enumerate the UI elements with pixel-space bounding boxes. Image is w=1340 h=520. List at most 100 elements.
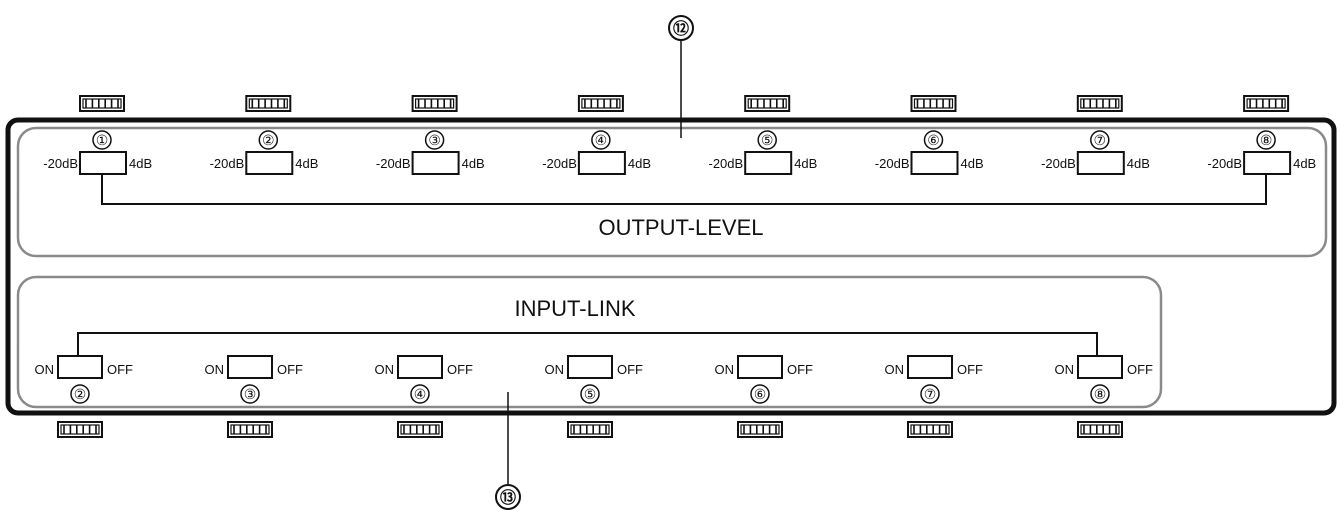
input-channel-number: ⑤ xyxy=(584,386,597,402)
top-connector-5 xyxy=(744,95,791,112)
input-link-switch[interactable] xyxy=(227,355,273,379)
output-high-label: 4dB xyxy=(295,156,318,171)
top-connector-7-body xyxy=(1076,95,1123,112)
bottom-connector-6-body xyxy=(907,421,953,438)
input-off-label: OFF xyxy=(957,362,983,377)
output-channel-number: ⑦ xyxy=(1094,132,1107,148)
output-high-label: 4dB xyxy=(961,156,984,171)
output-low-label: -20dB xyxy=(542,156,577,171)
input-link-title: INPUT-LINK xyxy=(514,296,635,321)
output-level-switch[interactable] xyxy=(79,151,127,175)
input-link-switch[interactable] xyxy=(57,355,103,379)
output-level-bracket xyxy=(101,174,1267,205)
input-off-label: OFF xyxy=(787,362,813,377)
input-channel-number: ⑥ xyxy=(754,386,767,402)
output-channel-number: ⑥ xyxy=(927,132,940,148)
output-channel-number: ⑤ xyxy=(761,132,774,148)
top-connector-1-body xyxy=(79,95,125,112)
top-connector-1-inner xyxy=(82,98,122,109)
input-link-switch[interactable] xyxy=(397,355,443,379)
output-level-switch[interactable] xyxy=(744,151,793,175)
output-level-switch[interactable] xyxy=(411,151,460,175)
top-connector-5-inner xyxy=(747,98,787,109)
top-connector-6-body xyxy=(910,95,957,112)
input-link-switch[interactable] xyxy=(567,355,613,379)
top-connector-3-body xyxy=(411,95,458,112)
top-connector-7-inner xyxy=(1080,98,1120,109)
input-off-label: OFF xyxy=(1127,362,1153,377)
output-low-label: -20dB xyxy=(1041,156,1076,171)
output-channel-number-circle xyxy=(1090,130,1110,150)
top-connector-6-inner xyxy=(913,98,954,109)
output-channel-number: ① xyxy=(96,132,109,148)
top-connectors xyxy=(79,95,1290,112)
output-level-switch[interactable] xyxy=(245,151,294,175)
top-connector-2-body xyxy=(245,95,292,112)
output-level-switch[interactable] xyxy=(577,151,626,175)
top-connector-5-body xyxy=(744,95,791,112)
bottom-connector-2-body xyxy=(227,421,273,438)
output-channel-number-circle xyxy=(92,130,112,150)
callout-13-circle xyxy=(495,484,521,510)
output-high-label: 4dB xyxy=(129,156,152,171)
input-channel-number-circle xyxy=(750,384,770,404)
device-chassis xyxy=(5,117,1337,416)
input-on-label: ON xyxy=(1055,362,1075,377)
callout-12-label: ⑫ xyxy=(673,19,689,38)
output-channel-number-circle xyxy=(1256,130,1276,150)
bottom-connector-5-inner xyxy=(740,424,780,435)
output-high-label: 4dB xyxy=(628,156,651,171)
callout-13-label: ⑬ xyxy=(500,488,516,507)
bottom-connector-7 xyxy=(1077,421,1123,438)
bottom-connector-6-inner xyxy=(910,424,950,435)
top-connector-7 xyxy=(1076,95,1123,112)
output-channel-number: ③ xyxy=(428,132,441,148)
output-level-channel-1: ① -20dB 4dB xyxy=(43,130,152,175)
top-connector-4-body xyxy=(577,95,624,112)
bottom-connector-2 xyxy=(227,421,273,438)
top-connector-2 xyxy=(245,95,292,112)
output-high-label: 4dB xyxy=(794,156,817,171)
bottom-connector-4 xyxy=(567,421,613,438)
callout-12-circle xyxy=(668,15,694,41)
bottom-connector-7-body xyxy=(1077,421,1123,438)
output-low-label: -20dB xyxy=(875,156,910,171)
output-level-switch[interactable] xyxy=(910,151,959,175)
input-link-switch[interactable] xyxy=(907,355,953,379)
bottom-connector-7-inner xyxy=(1080,424,1120,435)
bottom-connector-4-inner xyxy=(570,424,610,435)
output-channel-number-circle xyxy=(258,130,279,150)
input-channel-number-circle xyxy=(240,384,260,404)
output-channel-number-circle xyxy=(923,130,944,150)
output-level-switch[interactable] xyxy=(1243,151,1292,175)
input-on-label: ON xyxy=(375,362,395,377)
output-low-label: -20dB xyxy=(43,156,78,171)
input-off-label: OFF xyxy=(447,362,473,377)
output-level-title: OUTPUT-LEVEL xyxy=(598,215,763,240)
input-link-switch[interactable] xyxy=(1077,355,1123,379)
output-level-switch[interactable] xyxy=(1076,151,1125,175)
top-connector-4 xyxy=(577,95,624,112)
input-off-label: OFF xyxy=(277,362,303,377)
input-link-panel xyxy=(16,275,1163,409)
bottom-connector-3-body xyxy=(397,421,443,438)
input-channel-number-circle xyxy=(920,384,940,404)
input-link-switch[interactable] xyxy=(737,355,783,379)
top-connector-1 xyxy=(79,95,125,112)
input-channel-number-circle xyxy=(410,384,430,404)
input-link-bracket xyxy=(77,332,1098,356)
output-channel-number-circle xyxy=(757,130,777,150)
bottom-connector-6 xyxy=(907,421,953,438)
input-on-label: ON xyxy=(885,362,905,377)
bottom-connector-4-body xyxy=(567,421,613,438)
bottom-connectors xyxy=(57,421,1123,438)
